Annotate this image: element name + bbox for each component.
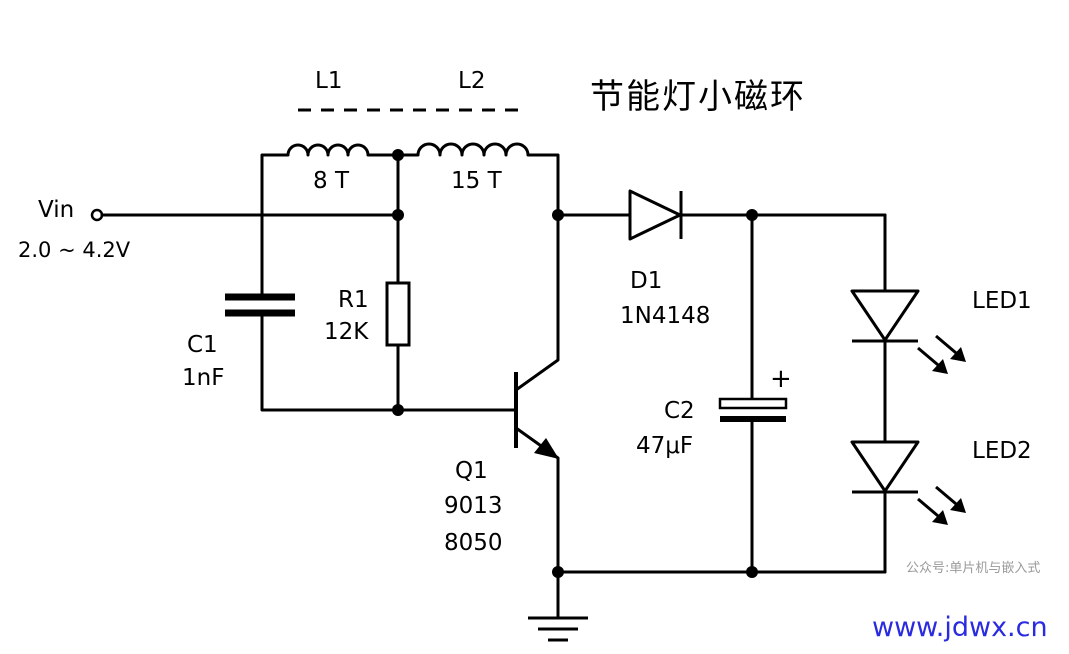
resistor-r1 (385, 281, 411, 347)
led2-light-arrows (917, 485, 966, 525)
site-url: www.jdwx.cn (872, 612, 1048, 643)
wire-c1-bottom (260, 311, 516, 412)
ground-icon (528, 616, 588, 642)
label-q1-part-b: 8050 (444, 530, 503, 556)
label-l2-turns: 15 T (451, 168, 502, 194)
transistor-q1-arrow (534, 438, 559, 459)
label-l1: L1 (315, 68, 343, 94)
diode-d1 (628, 189, 682, 241)
led1-symbol (850, 289, 920, 342)
label-c2-value: 47μF (636, 433, 694, 459)
label-c2-polarity: + (770, 364, 792, 394)
label-c1: C1 (187, 332, 218, 358)
label-c2: C2 (664, 398, 695, 424)
label-l2: L2 (458, 68, 486, 94)
label-c1-value: 1nF (182, 365, 225, 391)
label-r1-value: 12K (324, 319, 369, 345)
inductor-l1 (260, 143, 400, 212)
label-d1: D1 (630, 268, 663, 294)
inductor-l2 (396, 142, 560, 217)
label-vin: Vin (38, 197, 75, 223)
label-vin-range: 2.0 ~ 4.2V (18, 238, 131, 262)
label-l1-turns: 8 T (313, 168, 349, 194)
capacitor-c2-plate-top (718, 397, 788, 410)
label-q1: Q1 (455, 458, 488, 484)
label-d1-part: 1N4148 (620, 303, 711, 329)
label-q1-part-a: 9013 (444, 493, 503, 519)
led2-symbol (850, 440, 920, 493)
watermark-text: 公众号:单片机与嵌入式 (906, 561, 1041, 576)
label-r1: R1 (338, 287, 369, 313)
diagram-title: 节能灯小磁环 (590, 77, 806, 117)
junction-dots (392, 149, 758, 578)
transistor-q1-collector (514, 213, 560, 392)
led1-light-arrows (917, 334, 966, 374)
label-led1: LED1 (972, 288, 1032, 314)
label-led2: LED2 (972, 438, 1032, 464)
